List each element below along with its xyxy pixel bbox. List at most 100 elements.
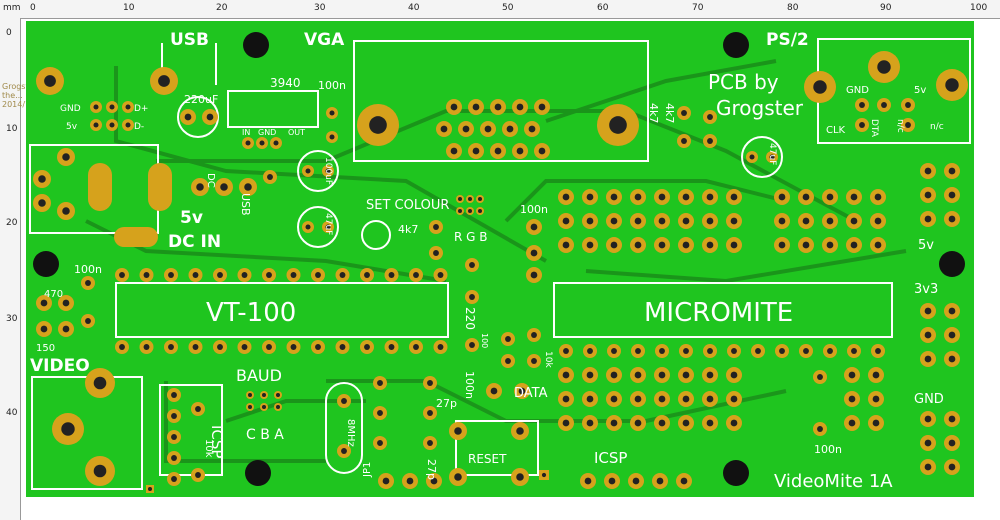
drill-hole (143, 272, 150, 278)
board-label-usb-dminus: D- (134, 122, 144, 132)
ruler-tick-label: 0 (6, 28, 12, 38)
drill-hole (143, 344, 150, 350)
ruler-tick-label: 10 (6, 124, 18, 134)
board-label-r-4k7-a: 4k7 (647, 103, 660, 123)
drill-hole (948, 331, 956, 339)
drill-hole (872, 419, 880, 427)
watermark-line: Grogster (2, 82, 37, 91)
drill-hole (681, 138, 687, 144)
drill-hole (516, 103, 524, 111)
drill-hole (658, 395, 666, 403)
drill-hole (171, 392, 177, 398)
drill-hole (634, 241, 642, 249)
drill-hole (531, 332, 537, 338)
drill-hole (658, 371, 666, 379)
drill-hole (924, 439, 932, 447)
drill-hole (610, 241, 618, 249)
drill-hole (262, 393, 266, 397)
drill-hole (433, 250, 439, 256)
drill-hole (450, 103, 458, 111)
drill-hole (881, 102, 887, 108)
drill-hole (826, 193, 834, 201)
drill-hole (85, 318, 91, 324)
mounting-hole (33, 251, 59, 277)
drill-hole (802, 241, 810, 249)
drill-hole (220, 183, 228, 191)
drill-hole (924, 307, 932, 315)
drill-hole (682, 217, 690, 225)
drill-hole (505, 358, 511, 364)
top-ruler: mm 0 10 20 30 40 50 60 70 80 90 100 (0, 0, 1000, 19)
drill-hole (817, 374, 823, 380)
drill-hole (682, 419, 690, 427)
drill-hole (168, 344, 174, 350)
drill-hole (658, 419, 666, 427)
drill-hole (530, 249, 538, 257)
drill-hole (586, 371, 594, 379)
drill-hole (530, 223, 538, 231)
mounting-hole (245, 460, 271, 486)
board-label-r-10k-b: 10k (543, 351, 553, 368)
drill-hole (530, 271, 538, 279)
drill-hole (706, 395, 714, 403)
drill-hole (119, 272, 125, 278)
drill-hole (730, 217, 738, 225)
drill-hole (468, 197, 472, 201)
drill-hole (706, 193, 714, 201)
drill-hole (472, 147, 480, 155)
drill-hole (948, 355, 956, 363)
drill-hole (875, 348, 881, 354)
drill-hole (859, 122, 865, 128)
drill-hole (244, 183, 252, 191)
drill-hole (634, 217, 642, 225)
drill-hole (924, 215, 932, 223)
drill-hole (93, 464, 107, 478)
board-label-author: Grogster (716, 96, 804, 120)
board-label-c-100n-a: 100n (318, 79, 346, 92)
ruler-tick-label: 0 (30, 3, 36, 13)
board-label-reg: 3940 (270, 76, 301, 90)
drill-hole (707, 138, 713, 144)
drill-hole (273, 140, 279, 146)
drill-hole (171, 434, 177, 440)
board-label-ps2-clk: CLK (826, 125, 846, 136)
drill-hole (494, 103, 502, 111)
drill-hole (851, 348, 857, 354)
drill-hole (659, 348, 665, 354)
drill-hole (682, 371, 690, 379)
drill-hole (872, 371, 880, 379)
drill-hole (850, 241, 858, 249)
drill-hole (632, 477, 640, 485)
drill-hole (469, 294, 475, 300)
drill-hole (905, 122, 911, 128)
drill-hole (469, 342, 475, 348)
drill-hole (538, 147, 546, 155)
ruler-tick-label: 30 (314, 3, 326, 13)
drill-hole (458, 197, 462, 201)
board-label-c-100n-c: 100n (74, 263, 102, 276)
drill-hole (206, 113, 214, 121)
drill-hole (587, 348, 593, 354)
drill-hole (562, 371, 570, 379)
board-label-c-27p-a: 27p (436, 397, 457, 410)
drill-hole (634, 419, 642, 427)
drill-hole (437, 344, 444, 350)
ruler-tick-label: 100 (970, 3, 988, 13)
drill-hole (924, 331, 932, 339)
board-label-r-150: 150 (36, 343, 55, 354)
dc-jack-slot (114, 227, 158, 247)
drill-hole (778, 193, 786, 201)
drill-hole (948, 463, 956, 471)
ruler-tick-label: 90 (880, 3, 892, 13)
drill-hole (541, 472, 547, 478)
drill-hole (707, 114, 713, 120)
drill-hole (948, 439, 956, 447)
drill-hole (40, 325, 48, 333)
board-label-ps2-nc1: n/c (895, 119, 905, 133)
drill-hole (706, 419, 714, 427)
drill-hole (217, 272, 223, 278)
drill-hole (382, 477, 390, 485)
drill-hole (826, 241, 834, 249)
board-label-usb-gnd: GND (60, 104, 81, 114)
